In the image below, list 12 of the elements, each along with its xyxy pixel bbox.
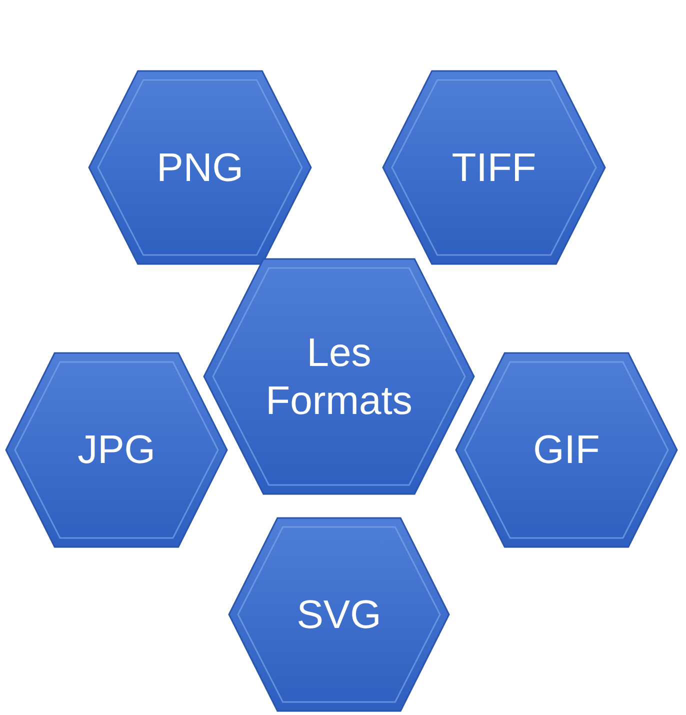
node-label: Les Formats xyxy=(264,330,414,424)
hexagon-node xyxy=(5,352,228,548)
hexagon-node xyxy=(228,517,450,712)
node-label: JPG xyxy=(76,427,156,474)
hexagon-node xyxy=(203,258,475,495)
node-label: TIFF xyxy=(450,144,538,192)
hexagon-node xyxy=(455,352,678,548)
node-label: GIF xyxy=(532,427,601,474)
node-label: PNG xyxy=(156,144,244,192)
node-label: SVG xyxy=(296,592,382,638)
hexagon-node xyxy=(382,70,606,265)
hexagon-node xyxy=(88,70,312,265)
